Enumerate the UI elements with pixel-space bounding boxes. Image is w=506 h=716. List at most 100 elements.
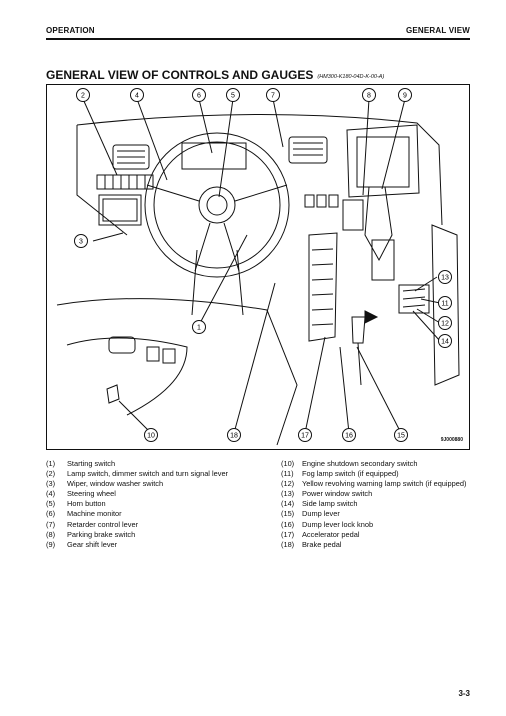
legend-number: (4) [46, 489, 56, 499]
legend-number: (15) [281, 509, 295, 519]
legend-right: (10)Engine shutdown secondary switch(11)… [281, 459, 471, 550]
legend-item: (14) Side lamp switch [281, 499, 471, 509]
legend-item: (6) Machine monitor [46, 509, 272, 519]
callout-label: 9 [403, 93, 407, 100]
legend-number: (7) [46, 519, 56, 529]
legend-text: Steering wheel [67, 489, 116, 499]
legend-left: (1) Starting switch (2) Lamp switch, dimmer… [46, 459, 272, 550]
legend-number: (2) [46, 469, 56, 479]
legend-item: (7) Retarder control lever [46, 520, 272, 530]
callout-16: 16 [342, 428, 356, 442]
legend-item: (18) Brake pedal [281, 540, 471, 550]
legend-text: Starting switch [67, 459, 116, 468]
page-header: OPERATION GENERAL VIEW [46, 24, 470, 40]
legend-text: Machine monitor [67, 509, 122, 519]
legend-number: (8) [46, 529, 56, 539]
legend-text: Power window switch [302, 489, 373, 499]
legend-text: Gear shift lever [67, 539, 118, 549]
callout-label: 6 [197, 93, 201, 100]
callout-label: 1 [197, 325, 201, 332]
callout-label: 8 [367, 93, 371, 100]
legend-text: Retarder control lever [67, 519, 139, 529]
legend-number: (9) [46, 539, 56, 549]
callout-1: 1 [192, 320, 206, 334]
callout-12: 12 [438, 316, 452, 330]
callout-label: 18 [230, 433, 238, 440]
callout-17: 17 [298, 428, 312, 442]
callout-label: 15 [397, 433, 405, 440]
callout-label: 7 [271, 93, 275, 100]
callout-11: 11 [438, 296, 452, 310]
callout-label: 13 [441, 275, 449, 282]
legend-text: Wiper, window washer switch [67, 479, 164, 489]
callout-label: 3 [79, 239, 83, 246]
legend-item: (4) Steering wheel [46, 489, 272, 499]
legend-item: (3) Wiper, window washer switch [46, 479, 272, 489]
legend-number: (11) [281, 469, 294, 479]
callout-label: 12 [441, 321, 449, 328]
legend-item: (10) Engine shutdown secondary switch [281, 459, 471, 469]
legend-item: (12) Yellow revolving warning lamp switch… [281, 479, 471, 489]
legend-item: (9) Gear shift lever [46, 540, 272, 550]
legend-number: (12) [281, 479, 295, 489]
callout-5: 5 [226, 88, 240, 102]
legend-item: (13) Power window switch [281, 489, 471, 499]
cab-drawing [56, 98, 460, 446]
callout-label: 4 [135, 93, 139, 100]
callout-14: 14 [438, 334, 452, 348]
callout-6: 6 [192, 88, 206, 102]
legend-text: Brake pedal [302, 539, 342, 549]
legend-number: (10) [281, 459, 295, 468]
callout-label: 14 [441, 339, 449, 346]
callout-4: 4 [130, 88, 144, 102]
figure-id: 9J000880 [440, 437, 463, 443]
callout-7: 7 [266, 88, 280, 102]
legend-number: (5) [46, 499, 56, 509]
legend-text: Yellow revolving warning lamp switch (if… [302, 479, 467, 489]
callout-8: 8 [362, 88, 376, 102]
header-section: OPERATION [46, 26, 95, 35]
legend-number: (6) [46, 509, 56, 519]
controls-illustration: 2 4 6 5 7 8 9 3 1 13 11 12 14 10 18 17 16 15 9J000880 [46, 84, 470, 450]
page-title: GENERAL VIEW OF CONTROLS AND GAUGES(HM30… [46, 68, 384, 82]
callout-10: 10 [144, 428, 158, 442]
legend-item: (1) Starting switch [46, 459, 272, 469]
legend-number: (3) [46, 479, 56, 489]
legend-number: (14) [281, 499, 295, 509]
legend-text: Dump lever [302, 509, 340, 519]
callout-label: 2 [81, 93, 85, 100]
legend-number: (1) [46, 459, 56, 468]
callout-label: 11 [441, 301, 448, 308]
legend-text: Fog lamp switch (if equipped) [302, 469, 399, 479]
legend-text: Side lamp switch [302, 499, 358, 509]
callout-label: 17 [301, 433, 309, 440]
legend-item: (16) Dump lever lock knob [281, 520, 471, 530]
title-text: GENERAL VIEW OF CONTROLS AND GAUGES [46, 68, 314, 82]
callout-label: 16 [345, 433, 353, 440]
legend-number: (17) [281, 529, 295, 539]
callout-2: 2 [76, 88, 90, 102]
legend-text: Accelerator pedal [302, 529, 360, 539]
callout-3: 3 [74, 234, 88, 248]
legend-text: Parking brake switch [67, 529, 136, 539]
callout-label: 5 [231, 93, 235, 100]
legend-item: (15) Dump lever [281, 509, 471, 519]
legend-item: (17) Accelerator pedal [281, 530, 471, 540]
legend-item: (8) Parking brake switch [46, 530, 272, 540]
callout-label: 10 [147, 433, 155, 440]
legend-text: Horn button [67, 499, 106, 509]
legend-item: (11) Fog lamp switch (if equipped) [281, 469, 471, 479]
callout-9: 9 [398, 88, 412, 102]
page-number: 3-3 [458, 689, 470, 698]
title-reference: (HM300-K180-04D-K-00-A) [317, 74, 385, 80]
callout-18: 18 [227, 428, 241, 442]
header-topic: GENERAL VIEW [405, 26, 470, 35]
legend-text: Engine shutdown secondary switch [302, 459, 418, 468]
legend-number: (16) [281, 519, 295, 529]
legend-number: (18) [281, 539, 295, 549]
legend-text: Dump lever lock knob [302, 519, 374, 529]
legend-item: (2) Lamp switch, dimmer switch and turn s… [46, 469, 272, 479]
callout-layer: 2 4 6 5 7 8 9 3 1 13 11 12 14 10 18 17 16 15 [74, 88, 452, 442]
legend-number: (13) [281, 489, 295, 499]
legend-text: Lamp switch, dimmer switch and turn sign… [67, 469, 229, 479]
